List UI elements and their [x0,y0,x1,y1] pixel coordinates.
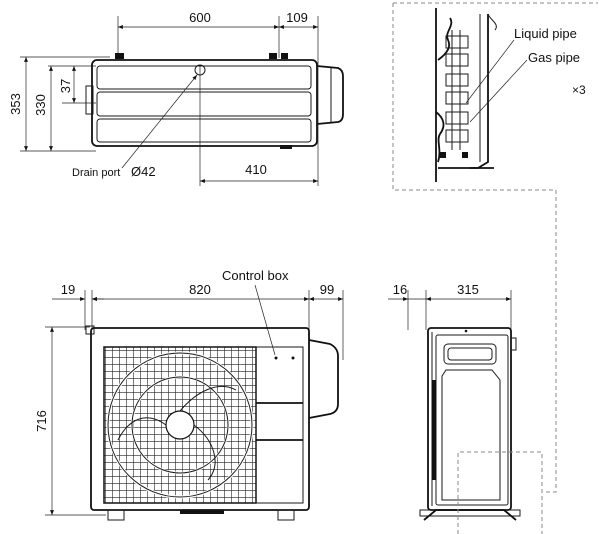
detail-wavy-edge-bottom [435,111,445,163]
fan-blades [117,385,237,481]
detail-panel-break [487,13,497,31]
dim-109-label: 109 [286,10,308,25]
top-view-body [91,59,318,147]
control-box-screw-2 [291,356,295,360]
top-view: 600 109 353 330 37 Drain port Ø42 [8,10,344,186]
detail-valve-5 [445,111,469,125]
top-view-slat-2 [96,91,312,117]
front-view-valve-cover [308,339,339,419]
dim-353-label: 353 [8,93,23,115]
detail-callout-frame [392,3,557,493]
detail-fastener-1 [440,152,446,158]
side-view-coil-edge [432,380,436,480]
detail-valve-3 [445,73,469,87]
dim-410-label: 410 [245,162,267,177]
dim-330-label: 330 [33,94,48,116]
control-box-leader [254,284,276,356]
detail-wavy-edge-top [437,17,453,61]
drain-leader [121,74,198,169]
detail-valve-6 [445,129,469,143]
detail-fastener-2 [462,152,468,158]
side-view-cover [441,369,501,501]
fan-ring-outer-line [107,352,253,498]
front-view: 19 820 99 Control box 716 [34,268,344,521]
front-view-base-rail [180,510,224,514]
drain-port-diameter: Ø42 [131,164,156,179]
side-view-tab [510,337,517,351]
detail-valve-2 [445,53,469,67]
side-view-body [427,327,512,511]
gas-pipe-leader [469,59,528,123]
dim-600-label: 600 [189,10,211,25]
top-view-tab-right [281,53,288,59]
detail-valve-1 [445,35,469,49]
top-view-tab-mid [269,53,277,59]
fan-hub [165,410,195,440]
fan-ring-mid-line [131,376,229,474]
liquid-pipe-leader [465,39,515,104]
dim-315-label: 315 [457,282,479,297]
dim-19-label: 19 [61,282,75,297]
side-view-callout-box [457,451,543,534]
top-view-tab-left [115,53,124,59]
top-view-left-foot [85,85,94,115]
pipe-detail-view: Liquid pipe Gas pipe ×3 [392,2,598,493]
dim-37-label: 37 [58,79,73,93]
side-view-handle-inner [447,347,493,361]
dim-16-label: 16 [393,282,407,297]
front-view-foot-left [107,509,125,521]
side-view: 16 315 [388,282,543,534]
dim-99-label: 99 [320,282,334,297]
control-box-screw-1 [274,356,278,360]
side-view-foot-rail [423,509,517,521]
top-view-slat-1 [96,65,312,90]
front-view-foot-right [277,509,295,521]
side-view-screw [464,329,468,333]
front-view-top-left-tab [85,325,95,335]
dim-820-label: 820 [189,282,211,297]
gas-pipe-label: Gas pipe [528,50,580,65]
dim-716-label: 716 [34,410,49,432]
control-box-label: Control box [222,268,289,283]
liquid-pipe-label: Liquid pipe [514,26,577,41]
top-view-foot-bottom [280,145,292,149]
drain-port-label: Drain port [72,167,120,179]
top-view-valve-cover [316,65,344,125]
side-view-handle [443,343,497,365]
pipe-count-label: ×3 [572,83,586,97]
control-box [255,346,304,504]
detail-panel-outline [438,14,489,169]
detail-valve-4 [445,91,469,105]
top-view-slat-3 [96,118,312,143]
